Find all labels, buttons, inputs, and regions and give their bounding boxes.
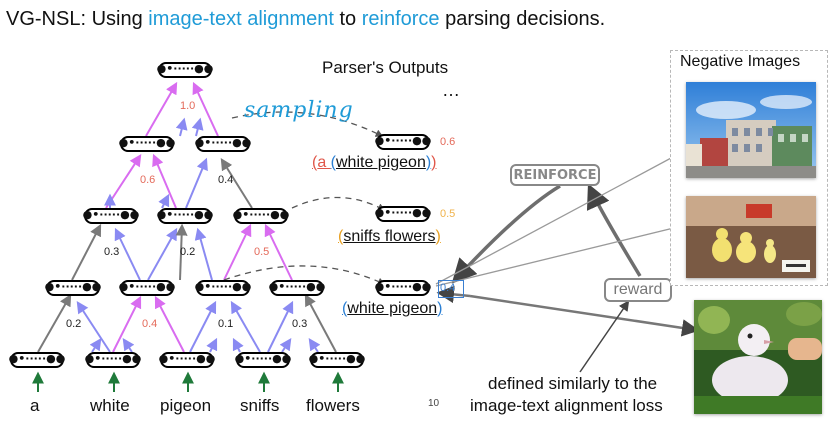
- output2-paren-close: ): [435, 228, 441, 245]
- reinforce-badge: REINFORCE: [510, 164, 600, 186]
- word-pigeon: pigeon: [160, 396, 212, 415]
- output-score-2: 0.5: [440, 208, 456, 220]
- node-word-a: ●•·····●●: [9, 352, 65, 368]
- title-highlight-alignment: image-text alignment: [148, 8, 334, 30]
- caption-line2: image-text alignment loss: [470, 396, 663, 415]
- level2-arrows: [71, 223, 293, 281]
- sampling-label: sampling: [244, 98, 354, 123]
- node-l1-sniffs-flowers: ●•·····●●: [269, 280, 325, 296]
- root-arrows: [145, 81, 219, 137]
- output1-inner-open: (: [330, 154, 336, 171]
- score-l3-1: 0.6: [140, 174, 156, 186]
- output2-text: sniffs flowers: [343, 228, 436, 245]
- score-l2-1: 0.3: [104, 246, 120, 258]
- node-l1-a-white: ●•·····●●: [45, 280, 101, 296]
- node-l1-white-pigeon: ●•·····●●: [119, 280, 175, 296]
- parser-outputs-ellipsis: …: [442, 80, 460, 100]
- output3-paren-open: (: [342, 300, 348, 317]
- output3-text: white pigeon: [347, 300, 438, 317]
- output1-paren-open: (: [312, 154, 318, 171]
- caption-arrow: [579, 300, 630, 373]
- node-l2-white-pigeon: ●•·····●●: [157, 208, 213, 224]
- output1-word-a: a: [317, 154, 331, 171]
- output1-paren-close: ): [431, 154, 437, 171]
- node-word-pigeon: ●•·····●●: [159, 352, 215, 368]
- output3-paren-close: ): [437, 300, 443, 317]
- score-l1-4: 0.3: [292, 318, 308, 330]
- page-number: 10: [428, 398, 440, 409]
- word-flowers: flowers: [306, 396, 360, 415]
- score-l2-2: 0.2: [180, 246, 196, 258]
- node-l3-sniffs-flowers: ●•·····●●: [195, 136, 251, 152]
- slide-title: VG-NSL: Using image-text alignment to re…: [6, 8, 605, 31]
- sampling-arrows: [223, 111, 386, 285]
- word-white: white: [90, 396, 130, 415]
- parser-outputs-label: Parser's Outputs: [322, 58, 449, 77]
- output-score-3: 0.4: [440, 282, 456, 294]
- score-l1-3: 0.1: [218, 318, 234, 330]
- negative-images-label: Negative Images: [680, 53, 801, 70]
- node-root: ●•·····●●: [157, 62, 213, 78]
- caption-line1: defined similarly to the: [488, 374, 658, 393]
- score-l1-2: 0.4: [142, 318, 158, 330]
- image-links: [435, 149, 700, 337]
- reward-badge: reward: [604, 278, 672, 302]
- pigeon-photo: [694, 300, 822, 414]
- output2-paren-open: (: [338, 228, 344, 245]
- title-suffix: parsing decisions.: [439, 8, 606, 30]
- output-score-3-box: [438, 280, 464, 298]
- reinforce-arrows: [451, 183, 642, 284]
- node-l2-sniffs-flowers: ●•·····●●: [233, 208, 289, 224]
- score-l1-1: 0.2: [66, 318, 82, 330]
- node-output-2: ●•·····●●: [375, 206, 431, 222]
- node-word-sniffs: ●•·····●●: [235, 352, 291, 368]
- title-middle: to: [333, 8, 362, 30]
- node-word-flowers: ●•·····●●: [309, 352, 365, 368]
- node-l1-pigeon-sniffs: ●•·····●●: [195, 280, 251, 296]
- output1-inner-close: ): [425, 154, 432, 171]
- output-text-3: (white pigeon): [342, 300, 443, 318]
- title-highlight-reinforce: reinforce: [361, 8, 440, 30]
- title-prefix: VG-NSL: Using: [6, 8, 149, 30]
- ducks-photo: [686, 196, 816, 278]
- word-a: a: [30, 396, 40, 415]
- level3-arrows: [104, 153, 253, 209]
- output1-inner-text: white pigeon: [336, 154, 426, 171]
- building-photo: [686, 82, 816, 178]
- node-l2-a: ●•·····●●: [83, 208, 139, 224]
- node-l3-a-white-pigeon: ●•·····●●: [119, 136, 175, 152]
- word-arrows: [32, 371, 344, 392]
- level1-arrows: [37, 293, 337, 353]
- score-l2-3: 0.5: [254, 246, 270, 258]
- output-text-1: (a (white pigeon)): [312, 154, 437, 172]
- output-score-1: 0.6: [440, 136, 456, 148]
- node-output-3: ●•·····●●: [375, 280, 431, 296]
- score-root: 1.0: [180, 100, 196, 112]
- output-text-2: (sniffs flowers): [338, 228, 441, 246]
- node-output-1: ●•·····●●: [375, 134, 431, 150]
- node-word-white: ●•·····●●: [85, 352, 141, 368]
- score-l3-2: 0.4: [218, 174, 234, 186]
- word-sniffs: sniffs: [240, 396, 280, 415]
